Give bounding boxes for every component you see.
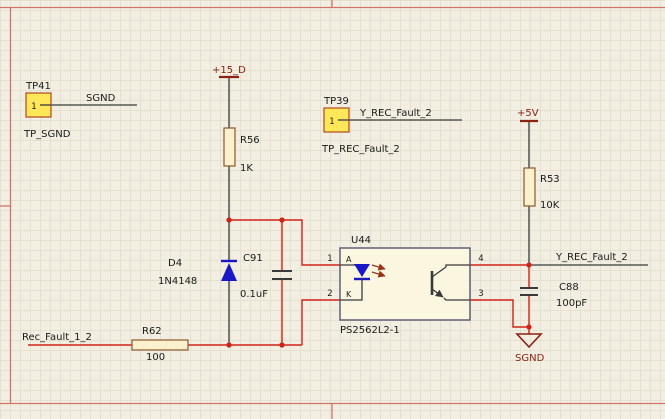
junction-dot (279, 342, 285, 348)
net-label-rec-fault[interactable]: Rec_Fault_1_2 (22, 332, 92, 343)
net-label-y-rec-fault-tp[interactable]: Y_REC_Fault_2 (359, 108, 432, 119)
testpoint-tp39[interactable]: TP39 1 TP_REC_Fault_2 (321, 96, 400, 155)
u44-light-arrow-icon (371, 270, 386, 278)
tp41-name: TP_SGND (23, 129, 71, 140)
c88-designator: C88 (559, 282, 579, 293)
u44-body (339, 247, 471, 321)
u44-collector-line (431, 266, 447, 278)
u44-led-triangle-icon (354, 264, 370, 277)
ground-label: SGND (515, 353, 545, 364)
tp39-pin-number: 1 (329, 117, 334, 127)
junction-dot (226, 342, 232, 348)
wire-led-cathode[interactable] (301, 299, 340, 345)
junction-dot (226, 217, 232, 223)
r53-body (523, 167, 536, 207)
u44-pin3-number: 3 (478, 289, 483, 299)
u44-light-arrow-icon (371, 263, 386, 271)
r62-value: 100 (146, 352, 165, 363)
u44-collector-pin (445, 264, 470, 267)
d4-value: 1N4148 (158, 276, 197, 287)
dark-wires (51, 77, 648, 345)
testpoint-tp41[interactable]: TP41 1 TP_SGND (23, 81, 71, 140)
power-port-5v[interactable]: +5V (517, 108, 539, 123)
junction-dot (279, 217, 285, 223)
r62-body (131, 339, 189, 351)
u44-led-cathode-line (340, 279, 363, 301)
wire-pin3[interactable] (470, 299, 529, 328)
junction-dot (526, 262, 532, 268)
power-15d-label: +15_D (212, 65, 246, 76)
u44-part-number: PS2562L2-1 (340, 325, 400, 336)
r53-value: 10K (540, 200, 560, 211)
ground-triangle-icon (515, 333, 543, 349)
junction-dot (526, 324, 532, 330)
r53-designator: R53 (540, 174, 560, 185)
net-label-sgnd[interactable]: SGND (86, 93, 116, 104)
u44-pin2-number: 2 (327, 289, 332, 299)
optocoupler-u44[interactable]: U44 PS2562L2-1 1 2 4 3 A K (327, 235, 483, 336)
capacitor-c91[interactable]: C91 0.1uF (240, 253, 292, 300)
r56-value: 1K (240, 163, 253, 174)
d4-designator: D4 (168, 258, 182, 269)
u44-pin1-number: 1 (327, 254, 332, 264)
u44-emitter-arrow-icon (431, 288, 444, 298)
tp39-pad (323, 107, 350, 133)
resistor-r56[interactable]: R56 1K (223, 127, 260, 174)
power-5v-label: +5V (517, 108, 539, 119)
c91-designator: C91 (243, 253, 263, 264)
u44-cathode-mark: K (346, 290, 352, 299)
tp39-name: TP_REC_Fault_2 (321, 144, 400, 155)
c88-value: 100pF (556, 298, 587, 309)
red-wires (28, 219, 530, 346)
diode-d4[interactable]: D4 1N4148 (158, 258, 237, 287)
resistor-r62[interactable]: R62 100 (131, 326, 189, 363)
junction-dots (226, 217, 532, 348)
wire-led-anode[interactable] (229, 219, 340, 266)
u44-anode-mark: A (346, 255, 352, 264)
resistor-r53[interactable]: R53 10K (523, 167, 560, 211)
ground-sgnd[interactable]: SGND (515, 333, 545, 364)
d4-triangle-icon (221, 263, 237, 281)
net-label-y-rec-fault[interactable]: Y_REC_Fault_2 (555, 252, 628, 263)
r56-body (223, 127, 236, 167)
tp41-pin-number: 1 (31, 102, 36, 112)
tp41-designator: TP41 (25, 81, 51, 92)
u44-designator: U44 (351, 235, 371, 246)
r56-designator: R56 (240, 135, 260, 146)
u44-emitter-pin (443, 297, 470, 301)
c91-value: 0.1uF (240, 289, 268, 300)
capacitor-c88[interactable]: C88 100pF (520, 282, 587, 309)
tp39-designator: TP39 (323, 96, 349, 107)
power-port-15d[interactable]: +15_D (212, 65, 246, 79)
r62-designator: R62 (142, 326, 162, 337)
u44-pin4-number: 4 (478, 254, 483, 264)
